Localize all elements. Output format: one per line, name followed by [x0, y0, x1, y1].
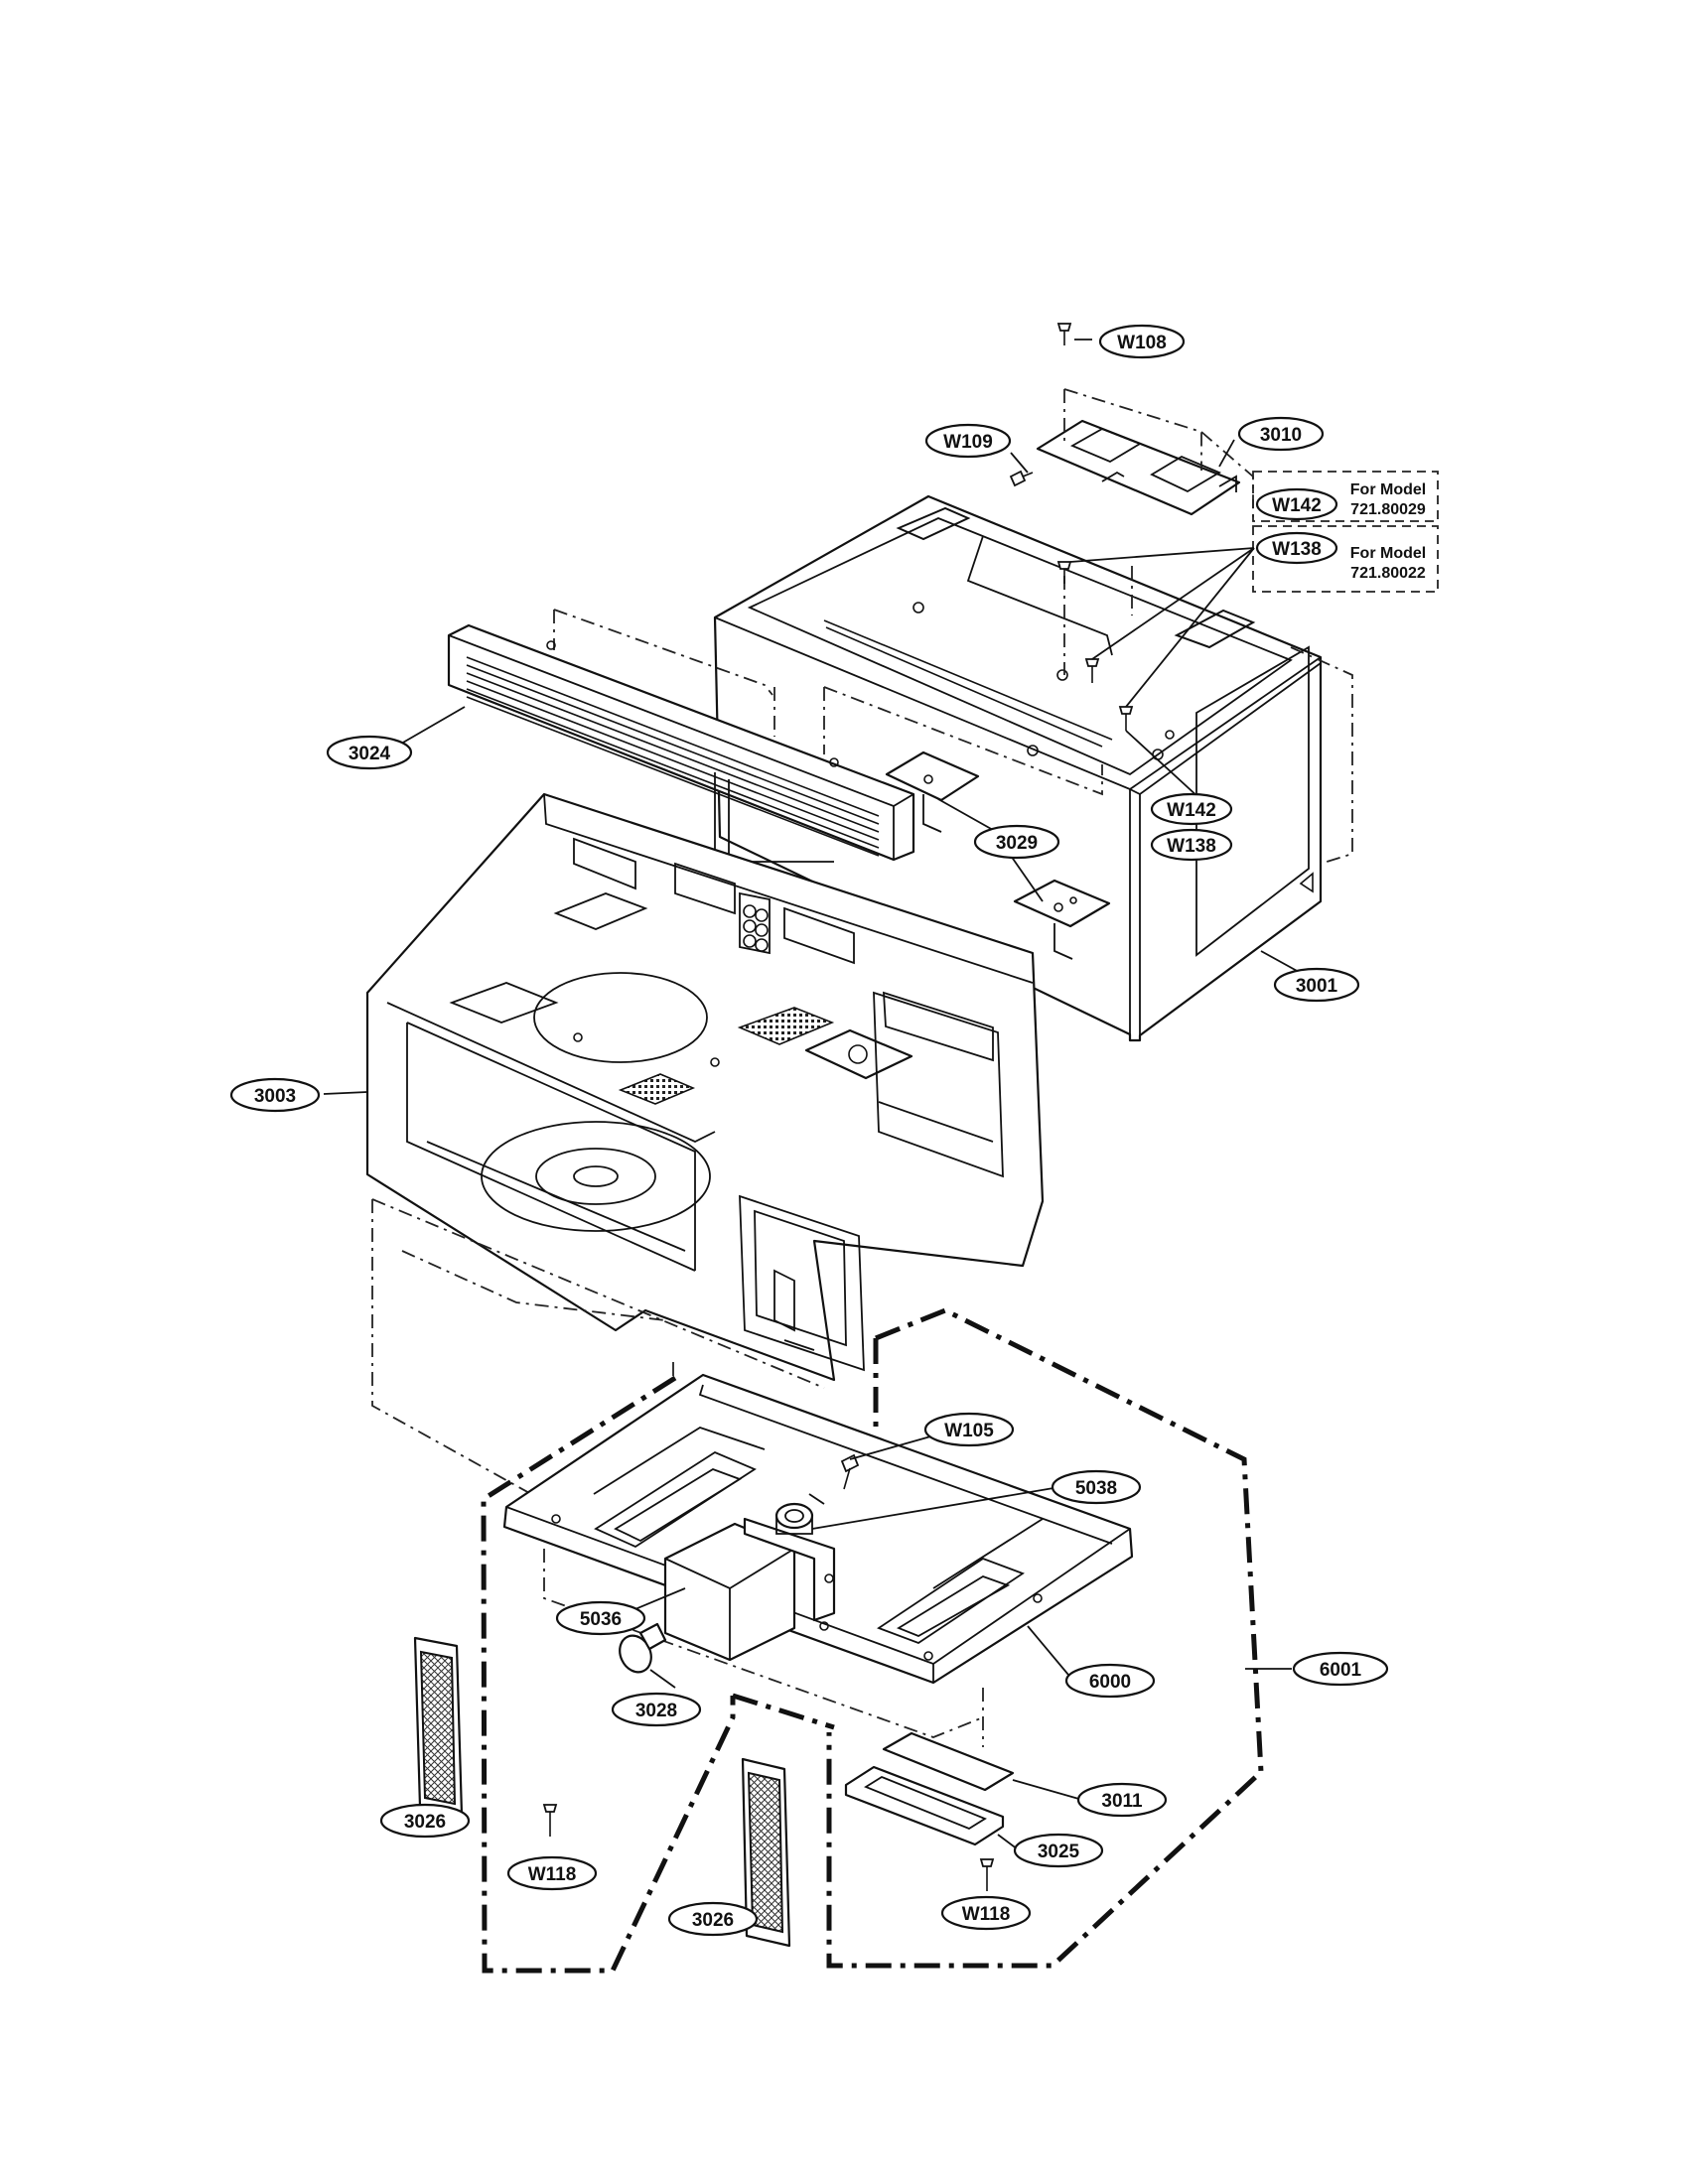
- svg-text:3025: 3025: [1038, 1842, 1080, 1862]
- svg-text:W138: W138: [1167, 836, 1216, 857]
- callout-w142-side: W142: [1150, 792, 1233, 826]
- model-note-2: For Model 721.80022: [1350, 545, 1426, 582]
- svg-text:For Model: For Model: [1350, 545, 1426, 562]
- model-note-boxes: [1252, 471, 1439, 593]
- svg-text:W105: W105: [944, 1421, 994, 1441]
- vent-cover-3011: [882, 1731, 1015, 1792]
- callout-3003: 3003: [229, 1077, 321, 1113]
- svg-text:5038: 5038: [1075, 1478, 1117, 1499]
- svg-text:W109: W109: [943, 432, 993, 453]
- svg-text:721.80029: 721.80029: [1350, 501, 1426, 518]
- callout-6000: 6000: [1064, 1663, 1156, 1699]
- svg-text:3001: 3001: [1296, 976, 1338, 997]
- svg-text:W138: W138: [1272, 539, 1322, 560]
- assembly-group-6001: [481, 1307, 1264, 1974]
- svg-text:6000: 6000: [1089, 1672, 1131, 1693]
- screw-w105: [840, 1453, 860, 1490]
- grease-filter-3026-center: [741, 1757, 791, 1948]
- svg-text:721.80022: 721.80022: [1350, 565, 1426, 582]
- callout-w108: W108: [1098, 324, 1186, 359]
- top-bracket-3010: [966, 419, 1241, 656]
- callout-3001: 3001: [1273, 967, 1360, 1003]
- callout-w138-side: W138: [1150, 828, 1233, 862]
- light-housing-5036: [663, 1517, 836, 1662]
- svg-text:3010: 3010: [1260, 425, 1302, 446]
- callout-3025: 3025: [1013, 1833, 1104, 1868]
- svg-text:W142: W142: [1272, 495, 1322, 516]
- callout-w138-top: W138: [1255, 531, 1338, 565]
- callout-3028: 3028: [611, 1692, 702, 1727]
- svg-text:3026: 3026: [404, 1812, 446, 1833]
- svg-text:W108: W108: [1117, 333, 1167, 353]
- vent-tray-3025: [844, 1765, 1005, 1846]
- grease-filter-3026-left: [413, 1636, 464, 1817]
- callout-w109: W109: [924, 423, 1012, 459]
- callout-3010: 3010: [1237, 416, 1325, 452]
- callout-3026-center: 3026: [667, 1901, 759, 1937]
- light-bulb-3028: [619, 1622, 667, 1674]
- inner-cavity-3003: [365, 792, 1045, 1382]
- callout-6001: 6001: [1292, 1651, 1389, 1687]
- callout-3011: 3011: [1076, 1782, 1168, 1818]
- svg-text:3011: 3011: [1101, 1791, 1143, 1812]
- callout-3029: 3029: [973, 824, 1060, 860]
- front-grille-3024: [447, 623, 915, 863]
- base-plate-6000: [502, 1373, 1134, 1747]
- svg-text:For Model: For Model: [1350, 481, 1426, 498]
- case-screws: [1009, 323, 1134, 731]
- svg-text:3029: 3029: [996, 833, 1038, 854]
- svg-text:3028: 3028: [635, 1701, 677, 1721]
- callout-5038: 5038: [1051, 1469, 1142, 1505]
- svg-text:W142: W142: [1167, 800, 1216, 821]
- svg-text:W118: W118: [528, 1864, 577, 1885]
- svg-text:3024: 3024: [349, 744, 391, 764]
- svg-text:5036: 5036: [580, 1609, 622, 1630]
- svg-text:3026: 3026: [692, 1910, 734, 1931]
- callout-3026-left: 3026: [379, 1803, 471, 1839]
- callout-5036: 5036: [555, 1600, 646, 1636]
- svg-text:6001: 6001: [1320, 1660, 1362, 1681]
- callout-3024: 3024: [326, 735, 413, 770]
- thermostat-5038: [774, 1493, 825, 1535]
- svg-text:3003: 3003: [254, 1086, 296, 1107]
- callout-w118-left: W118: [506, 1855, 598, 1891]
- vent-brackets-3029: [885, 751, 1111, 960]
- control-buttons: [739, 891, 771, 955]
- callout-w118-right: W118: [940, 1895, 1032, 1931]
- leader-lines: [323, 339, 1320, 1850]
- cavity-hidden-lines: [371, 1198, 825, 1495]
- screws-w118: [542, 1804, 995, 1891]
- callout-w142-top: W142: [1255, 487, 1338, 521]
- svg-text:W118: W118: [962, 1904, 1011, 1925]
- model-note-1: For Model 721.80029: [1350, 481, 1426, 518]
- callout-w105: W105: [923, 1412, 1015, 1447]
